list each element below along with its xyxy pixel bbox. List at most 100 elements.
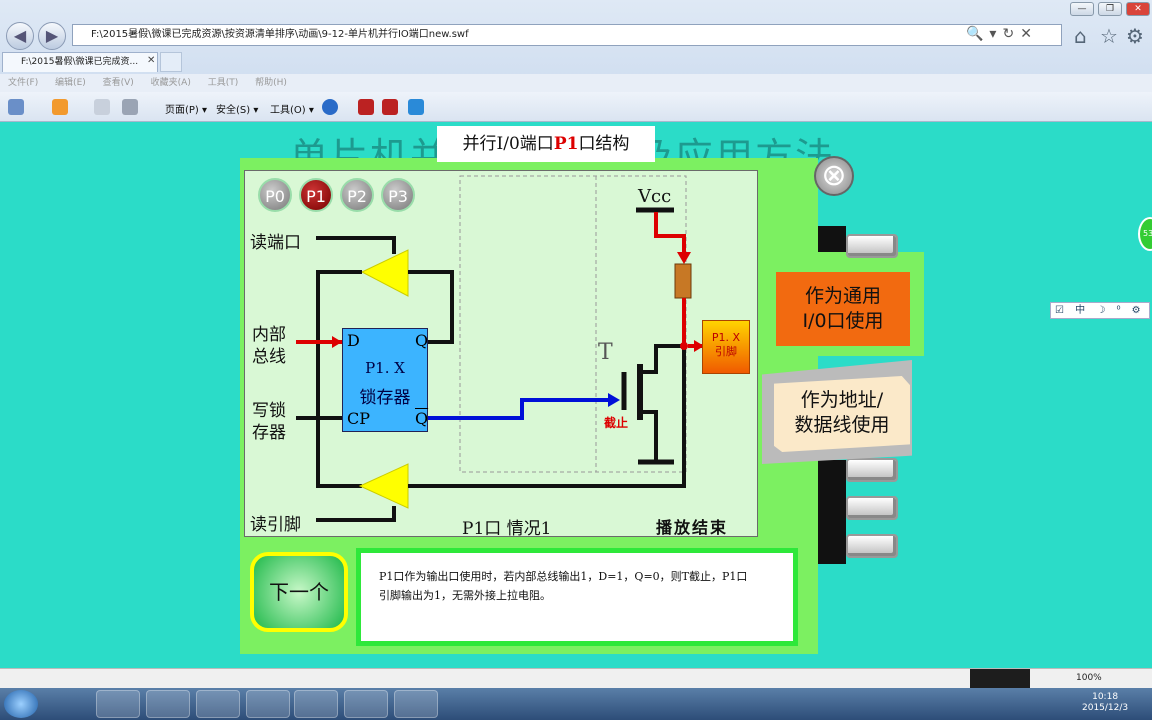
port-p1-button[interactable]: P1	[299, 178, 333, 212]
transistor-label: T	[598, 340, 613, 365]
zoom-level[interactable]: 100%	[1076, 673, 1102, 683]
close-icon[interactable]: ⊗	[814, 156, 854, 196]
junction	[680, 342, 688, 350]
description-line: 引脚输出为1，无需外接上拉电阻。	[379, 589, 551, 602]
gear-icon[interactable]: ⚙	[1126, 24, 1144, 48]
help-icon[interactable]	[322, 99, 338, 115]
vcc-wire	[654, 212, 686, 258]
rss-icon[interactable]	[52, 99, 68, 115]
next-button[interactable]: 下一个	[250, 552, 348, 632]
home-icon[interactable]: ⌂	[1074, 24, 1087, 48]
wire	[408, 346, 686, 488]
buffer-triangle-bottom	[358, 463, 409, 509]
start-button[interactable]	[4, 690, 38, 718]
home-cmd-icon[interactable]	[8, 99, 24, 115]
read-port-label: 读端口	[250, 233, 301, 253]
menu-bar[interactable]: 文件(F) 编辑(E) 查看(V) 收藏夹(A) 工具(T) 帮助(H)	[0, 74, 1152, 92]
tools-menu[interactable]: 工具(O) ▾	[270, 105, 314, 116]
restore-button[interactable]: ❐	[1098, 2, 1122, 16]
vcc-label: Vcc	[638, 186, 672, 207]
latch-block: D Q P1. X 锁存器 CP Q	[342, 328, 428, 432]
forward-button[interactable]: ▶	[38, 22, 66, 50]
print-icon[interactable]	[122, 99, 138, 115]
taskbar: 10:18 2015/12/3	[0, 688, 1152, 720]
description-line: P1口作为输出口使用时，若内部总线输出1，D=1，Q=0，则T截止，P1口	[379, 570, 748, 583]
clock-date: 2015/12/3	[1082, 703, 1129, 713]
address-actions[interactable]: 🔍▾↻✕	[966, 26, 1038, 42]
latch-q: Q	[415, 331, 429, 350]
clock-time: 10:18	[1092, 692, 1119, 702]
vcc-arrow	[677, 252, 691, 264]
keycap	[846, 458, 898, 482]
ie-taskbar-icon[interactable]	[96, 690, 140, 718]
title-part: 并行I/0端口	[462, 134, 554, 154]
circuit-diagram	[244, 170, 758, 537]
explorer-taskbar-icon[interactable]	[246, 690, 290, 718]
baidu-taskbar-icon[interactable]	[196, 690, 240, 718]
case-label: P1口 情况1	[462, 519, 552, 539]
addon-icon[interactable]	[408, 99, 424, 115]
pin-arrow	[694, 340, 704, 352]
onenote-icon[interactable]	[358, 99, 374, 115]
port-p2-button[interactable]: P2	[340, 178, 374, 212]
camtasia-taskbar-icon[interactable]	[344, 690, 388, 718]
wire	[316, 270, 362, 488]
favorites-star-icon[interactable]: ☆	[1100, 24, 1118, 48]
pin-label: P1. X	[711, 331, 741, 344]
internal-bus-label: 内部	[252, 325, 286, 345]
connector-bar	[818, 226, 846, 252]
latch-cp: CP	[347, 409, 371, 428]
page-menu[interactable]: 页面(P) ▾	[165, 105, 208, 116]
address-bar[interactable]: F:\2015暑假\微课已完成资源\按资源清单排序\动画\9-12-单片机并行I…	[72, 24, 1062, 46]
general-io-button[interactable]: 作为通用 I/0口使用	[776, 272, 910, 346]
port-p3-button[interactable]: P3	[381, 178, 415, 212]
read-pin-label: 读引脚	[250, 515, 301, 535]
latch-d: D	[347, 331, 360, 350]
btn-label: 作为通用	[804, 285, 881, 307]
latch-name: P1. X	[365, 359, 405, 377]
firefox-taskbar-icon[interactable]	[146, 690, 190, 718]
wire	[316, 506, 396, 522]
pin-label2: 引脚	[715, 345, 737, 358]
port-p0-button[interactable]: P0	[258, 178, 292, 212]
slide-title: 并行I/0端口P1口结构	[437, 126, 655, 162]
connector-bar	[818, 460, 846, 564]
tab-close-icon[interactable]: ✕	[147, 55, 156, 66]
title-port: P1	[553, 134, 579, 154]
onenote-linked-icon[interactable]	[382, 99, 398, 115]
qbar-wire-blue	[428, 398, 612, 420]
clock[interactable]: 10:18 2015/12/3	[1082, 692, 1128, 714]
new-tab-button[interactable]	[160, 52, 182, 72]
camtasia2-taskbar-icon[interactable]	[394, 690, 438, 718]
btn-label: I/0口使用	[802, 310, 884, 332]
btn-label: 作为地址/	[800, 389, 884, 411]
back-button[interactable]: ◀	[6, 22, 34, 50]
side-float-button[interactable]: 53	[1138, 217, 1152, 251]
keycap	[846, 234, 898, 258]
safety-menu[interactable]: 安全(S) ▾	[216, 105, 259, 116]
tab-current[interactable]: F:\2015暑假\微课已完成资...	[2, 52, 158, 72]
close-window-button[interactable]: ✕	[1126, 2, 1150, 16]
mail-icon[interactable]	[94, 99, 110, 115]
minimize-button[interactable]: —	[1070, 2, 1094, 16]
pullup-resistor	[674, 263, 692, 299]
dashed-frame	[459, 175, 687, 473]
browser-chrome: — ❐ ✕ ◀ ▶ F:\2015暑假\微课已完成资源\按资源清单排序\动画\9…	[0, 0, 1152, 122]
description-box: P1口作为输出口使用时，若内部总线输出1，D=1，Q=0，则T截止，P1口 引脚…	[356, 548, 798, 646]
play-end-label[interactable]: 播放结束	[656, 518, 729, 537]
keycap	[846, 534, 898, 558]
internal-bus-label2: 总线	[252, 347, 286, 367]
ime-toolbar[interactable]: ☑ 中 ☽ ⁰ ⚙	[1050, 302, 1150, 319]
word-taskbar-icon[interactable]	[294, 690, 338, 718]
address-data-button[interactable]: 作为地址/ 数据线使用	[774, 376, 910, 452]
source	[640, 410, 658, 462]
status-icons[interactable]	[970, 669, 1030, 688]
qbar-arrow	[608, 393, 620, 407]
write-latch-label2: 存器	[252, 423, 286, 443]
title-part2: 口结构	[578, 134, 630, 154]
latch-qbar: Q	[415, 409, 429, 428]
bus-arrow	[332, 336, 342, 348]
cutoff-label: 截止	[604, 416, 629, 430]
drain	[640, 344, 684, 374]
